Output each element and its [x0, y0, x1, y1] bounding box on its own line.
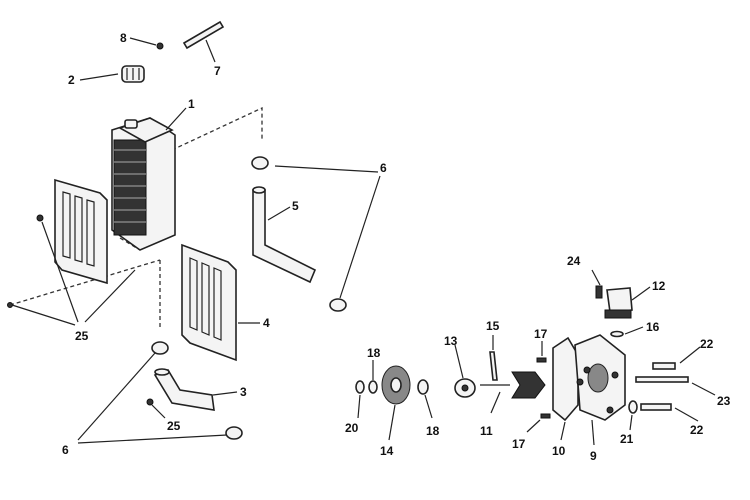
part-small-screw	[156, 42, 164, 50]
callout-5: 5	[292, 199, 299, 213]
callout-11: 11	[480, 424, 493, 438]
leader-lines	[11, 37, 716, 446]
part-washers-left	[355, 379, 429, 395]
part-pin	[489, 351, 498, 381]
callout-22-top: 22	[700, 337, 714, 351]
part-radiator	[111, 117, 176, 251]
callout-12: 12	[652, 279, 666, 293]
part-impeller	[480, 371, 546, 399]
part-bearing	[454, 378, 476, 398]
callout-10: 10	[552, 444, 566, 458]
callout-22-bottom: 22	[690, 423, 704, 437]
callout-25-bottom: 25	[167, 419, 181, 433]
callout-21: 21	[620, 432, 634, 446]
part-lower-hose	[153, 368, 215, 411]
callout-6-top: 6	[380, 161, 387, 175]
part-small-pins	[536, 357, 551, 419]
callout-8: 8	[120, 31, 127, 45]
part-left-grille	[54, 178, 108, 285]
part-gasket	[552, 336, 579, 422]
alignment-lines	[9, 106, 263, 330]
callout-24: 24	[567, 254, 581, 268]
callout-17-bottom: 17	[512, 437, 526, 451]
callout-15: 15	[486, 319, 500, 333]
part-thermostat-housing	[604, 287, 633, 319]
callout-3: 3	[240, 385, 247, 399]
part-oring	[610, 330, 624, 338]
callout-18-right: 18	[426, 424, 440, 438]
part-rod	[182, 20, 225, 50]
part-radiator-cap	[121, 65, 145, 83]
callout-6-bottom: 6	[62, 443, 69, 457]
callout-16: 16	[646, 320, 660, 334]
callout-23: 23	[717, 394, 731, 408]
callout-2: 2	[68, 73, 75, 87]
callout-14: 14	[380, 444, 394, 458]
part-bolts	[628, 362, 689, 414]
callout-1: 1	[188, 97, 195, 111]
callout-7: 7	[214, 64, 221, 78]
callout-13: 13	[444, 334, 458, 348]
part-upper-hose	[252, 186, 317, 284]
callout-9: 9	[590, 449, 597, 463]
part-right-grille	[181, 243, 237, 362]
part-pump-cover	[574, 334, 626, 421]
callout-17-top: 17	[534, 327, 548, 341]
callout-25-left: 25	[75, 329, 89, 343]
part-gear	[381, 365, 411, 405]
callout-4: 4	[263, 316, 270, 330]
callout-20: 20	[345, 421, 359, 435]
part-hose-clamps	[151, 156, 347, 440]
callout-18-top: 18	[367, 346, 381, 360]
part-bleed-screw	[595, 285, 603, 299]
callout-labels: 1 2 3 4 5 6 6 7 8 9 10 11 12 13 14 15 16…	[62, 31, 731, 463]
